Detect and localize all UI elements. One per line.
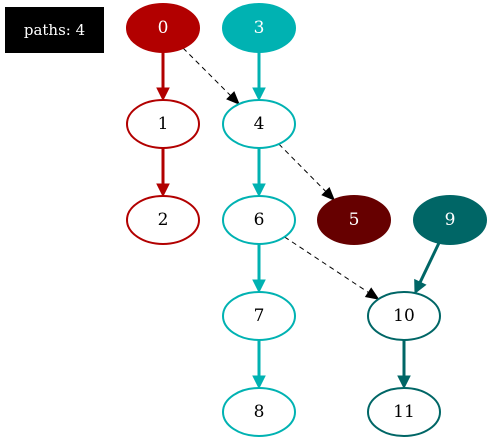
node-label: 11 — [393, 402, 415, 422]
node-8: 8 — [222, 387, 296, 437]
node-label: 2 — [158, 210, 169, 230]
edge-7-to-8 — [252, 340, 266, 390]
node-label: 7 — [254, 306, 265, 326]
node-label: 6 — [254, 210, 265, 230]
edge-10-to-11 — [397, 340, 411, 390]
node-label: 3 — [254, 18, 265, 38]
node-ellipse — [222, 387, 296, 437]
edge-line — [284, 236, 369, 293]
node-6: 6 — [222, 195, 296, 245]
edge-arrowhead — [414, 278, 427, 295]
node-label: 5 — [349, 210, 360, 230]
node-9: 9 — [413, 195, 487, 245]
node-label: 4 — [254, 114, 265, 134]
edge-arrowhead — [252, 375, 266, 390]
node-10: 10 — [367, 291, 441, 341]
edge-arrowhead — [226, 91, 240, 105]
node-label: 10 — [393, 306, 415, 326]
edge-0-to-1 — [156, 52, 170, 102]
node-5: 5 — [317, 195, 391, 245]
node-7: 7 — [222, 291, 296, 341]
node-3: 3 — [222, 3, 296, 53]
edge-arrowhead — [156, 87, 170, 102]
node-label: 0 — [158, 18, 169, 38]
node-4: 4 — [222, 99, 296, 149]
node-2: 2 — [126, 195, 200, 245]
edge-3-to-4 — [252, 52, 266, 102]
edge-arrowhead — [252, 87, 266, 102]
node-ellipse — [317, 195, 391, 245]
edge-arrowhead — [321, 187, 336, 201]
node-ellipse — [126, 3, 200, 53]
node-11: 11 — [367, 387, 441, 437]
edge-0-to-4 — [182, 47, 240, 105]
legend-label: paths: 4 — [24, 21, 85, 39]
edge-arrowhead — [364, 287, 380, 300]
node-ellipse — [126, 99, 200, 149]
edge-6-to-7 — [252, 244, 266, 294]
node-label: 1 — [158, 114, 169, 134]
node-ellipse — [222, 3, 296, 53]
node-ellipse — [222, 99, 296, 149]
paths-legend: paths: 4 — [5, 7, 104, 53]
node-ellipse — [367, 387, 441, 437]
node-ellipse — [126, 195, 200, 245]
edge-arrowhead — [397, 375, 411, 390]
edge-line — [278, 143, 327, 192]
node-1: 1 — [126, 99, 200, 149]
edge-arrowhead — [252, 183, 266, 198]
edge-line — [418, 242, 441, 283]
edge-arrowhead — [156, 183, 170, 198]
node-label: 8 — [254, 402, 265, 422]
node-ellipse — [413, 195, 487, 245]
edge-4-to-5 — [278, 143, 336, 201]
edge-line — [182, 47, 231, 96]
edge-6-to-10 — [284, 236, 380, 300]
node-0: 0 — [126, 3, 200, 53]
edge-4-to-6 — [252, 148, 266, 198]
node-ellipse — [222, 195, 296, 245]
node-label: 9 — [445, 210, 456, 230]
node-ellipse — [367, 291, 441, 341]
node-ellipse — [222, 291, 296, 341]
edge-1-to-2 — [156, 148, 170, 198]
nodes-layer: 0 1 2 3 4 5 6 7 8 9 10 11 — [126, 3, 487, 437]
edge-arrowhead — [252, 279, 266, 294]
legend-box — [5, 7, 104, 53]
edges-layer — [156, 47, 441, 390]
edge-9-to-10 — [414, 242, 441, 295]
